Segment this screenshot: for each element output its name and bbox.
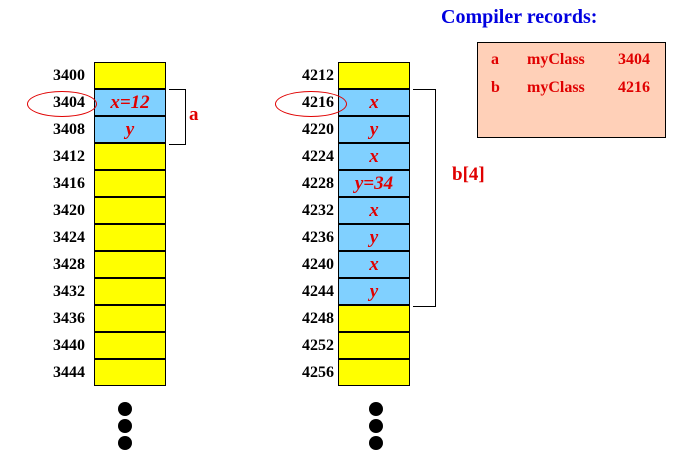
record-address: 3404 (618, 51, 650, 68)
memory-address: 4244 (302, 283, 334, 300)
memory-address: 3424 (53, 229, 85, 246)
memory-address: 4248 (302, 310, 334, 327)
continuation-dot (369, 402, 383, 416)
memory-address: 4212 (302, 67, 334, 84)
memory-address: 3440 (53, 337, 85, 354)
memory-cell (338, 62, 410, 89)
compiler-records-title: Compiler records: (441, 6, 598, 28)
memory-cell (94, 278, 166, 305)
memory-cell: x (338, 251, 410, 278)
continuation-dot (118, 402, 132, 416)
compiler-records-box: a myClass 3404 b myClass 4216 (477, 42, 666, 138)
memory-cell (94, 170, 166, 197)
memory-cell (94, 224, 166, 251)
highlight-ellipse-b (275, 91, 347, 117)
memory-address: 3412 (53, 148, 85, 165)
memory-cell: x (338, 89, 410, 116)
record-type: myClass (527, 51, 585, 68)
record-name: b (491, 79, 500, 96)
memory-address: 4236 (302, 229, 334, 246)
memory-address: 3444 (53, 364, 85, 381)
memory-address: 3428 (53, 256, 85, 273)
memory-cell (94, 251, 166, 278)
memory-address: 3400 (53, 67, 85, 84)
memory-cell: y (338, 116, 410, 143)
memory-cell (94, 62, 166, 89)
memory-cell (338, 305, 410, 332)
memory-cell (94, 143, 166, 170)
memory-cell: x=12 (94, 89, 166, 116)
memory-address: 3420 (53, 202, 85, 219)
memory-cell (338, 359, 410, 386)
memory-address: 4232 (302, 202, 334, 219)
highlight-ellipse-a (27, 91, 97, 117)
memory-address: 4220 (302, 121, 334, 138)
memory-cell (94, 359, 166, 386)
continuation-dot (118, 436, 132, 450)
record-address: 4216 (618, 79, 650, 96)
record-name: a (491, 51, 499, 68)
memory-cell: y=34 (338, 170, 410, 197)
memory-cell: y (94, 116, 166, 143)
memory-cell (94, 305, 166, 332)
memory-address: 3408 (53, 121, 85, 138)
memory-cell: y (338, 278, 410, 305)
memory-cell (338, 332, 410, 359)
memory-address: 3436 (53, 310, 85, 327)
memory-address: 4256 (302, 364, 334, 381)
memory-address: 3432 (53, 283, 85, 300)
continuation-dot (369, 419, 383, 433)
memory-cell (94, 332, 166, 359)
memory-address: 3416 (53, 175, 85, 192)
memory-address: 4240 (302, 256, 334, 273)
memory-cell (94, 197, 166, 224)
bracket-a (169, 89, 186, 145)
memory-address: 4224 (302, 148, 334, 165)
bracket-b-label: b[4] (452, 164, 485, 185)
memory-cell: x (338, 197, 410, 224)
bracket-a-label: a (189, 104, 199, 125)
record-type: myClass (527, 79, 585, 96)
continuation-dot (118, 419, 132, 433)
memory-address: 4252 (302, 337, 334, 354)
memory-cell: x (338, 143, 410, 170)
continuation-dot (369, 436, 383, 450)
bracket-b (413, 89, 436, 307)
memory-cell: y (338, 224, 410, 251)
memory-address: 4228 (302, 175, 334, 192)
